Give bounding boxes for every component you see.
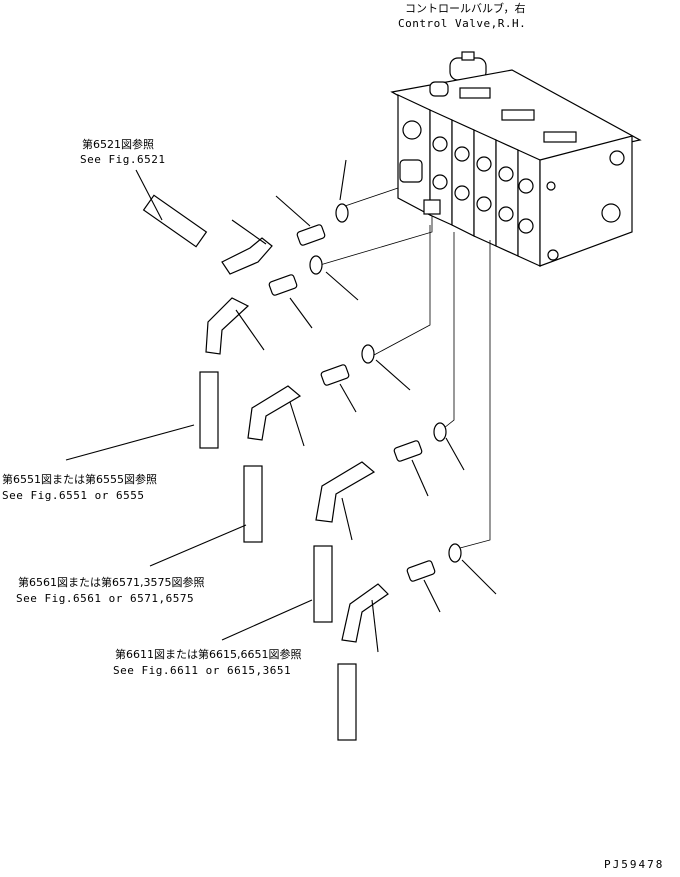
elbow-fittings [205, 237, 389, 643]
hose-ends [142, 194, 357, 741]
o-rings [309, 203, 462, 563]
control-valve-title-jp: コントロールバルブ，右 [405, 2, 526, 15]
ref-6551-en: See Fig.6551 or 6555 [2, 489, 145, 502]
drawing-code: PJ59478 [604, 858, 665, 871]
control-valve-title-en: Control Valve,R.H. [398, 17, 527, 30]
ref-6611-jp: 第6611図または第6615,6651図参照 [115, 648, 302, 661]
ref-6611-en: See Fig.6611 or 6615,3651 [113, 664, 292, 677]
routing-lines [319, 187, 491, 549]
leader-lines [65, 159, 497, 653]
ref-6521-jp: 第6521図参照 [82, 138, 154, 151]
ref-6551-jp: 第6551図または第6555図参照 [2, 473, 157, 486]
control-valve-body [390, 51, 642, 267]
ref-6561-en: See Fig.6561 or 6571,6575 [16, 592, 195, 605]
straight-connectors [268, 224, 436, 582]
ref-6521-en: See Fig.6521 [80, 153, 166, 166]
ref-6561-jp: 第6561図または第6571,3575図参照 [18, 576, 205, 589]
